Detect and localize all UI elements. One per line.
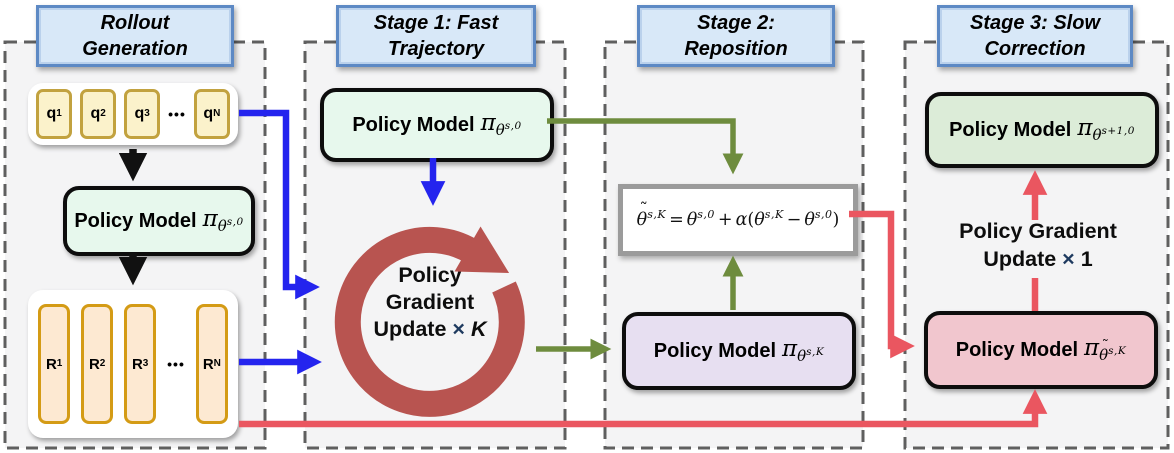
theta: θ xyxy=(217,217,227,235)
update-word: Update xyxy=(983,246,1057,271)
superscript: s,0 xyxy=(697,207,715,221)
policy-model-label: Policy Model xyxy=(352,113,475,136)
update-word: Update xyxy=(373,317,447,342)
header-line: Rollout xyxy=(100,11,170,34)
pi: π xyxy=(782,336,798,362)
pi: π xyxy=(480,110,496,136)
policy-gradient-update-1-label: Policy Gradient Update × 1 xyxy=(925,218,1151,273)
query-label: q xyxy=(203,105,214,122)
theta-superscript: s,0 xyxy=(504,120,522,132)
minus: − xyxy=(786,210,802,230)
update-line: Policy Gradient xyxy=(959,219,1117,243)
query-label: q xyxy=(90,105,101,122)
pi: π xyxy=(1084,335,1100,361)
query-label: q xyxy=(134,105,145,122)
theta: θ xyxy=(686,210,698,230)
pi: π xyxy=(202,206,218,232)
header-line: Trajectory xyxy=(387,38,485,60)
header-line: Stage 1: Fast xyxy=(373,11,499,34)
header-rollout-generation: Rollout Generation xyxy=(36,5,234,67)
pi-symbol: πθs+1,0 xyxy=(1077,117,1135,143)
plus: + xyxy=(717,210,733,230)
policy-model-stage2: Policy Model πθs,K xyxy=(622,312,856,390)
header-line: Correction xyxy=(984,38,1086,60)
policy-model-label: Policy Model xyxy=(949,118,1072,141)
loop-line: Policy xyxy=(398,263,462,287)
alpha: α xyxy=(735,210,748,230)
header-stage2: Stage 2: Reposition xyxy=(637,5,835,67)
theta-superscript: s,K xyxy=(1108,345,1127,357)
response-label: R xyxy=(131,355,143,373)
loop-line: Gradient xyxy=(385,290,475,315)
response-label: R xyxy=(45,355,57,373)
pi: π xyxy=(1077,115,1093,141)
theta-superscript: s+1,0 xyxy=(1101,125,1135,137)
times-symbol: × xyxy=(1062,246,1075,271)
policy-model-label: Policy Model xyxy=(74,209,197,232)
theta-superscript: s,0 xyxy=(226,216,244,228)
pi-symbol: π˜θs,K xyxy=(1084,335,1127,364)
superscript: s,K xyxy=(764,207,784,221)
one-symbol: 1 xyxy=(1080,246,1093,271)
header-line: Reposition xyxy=(684,38,788,60)
query-label: q xyxy=(46,105,57,122)
header-stage3: Stage 3: Slow Correction xyxy=(937,5,1133,67)
pi-symbol: πθs,0 xyxy=(481,112,522,138)
theta: θ xyxy=(495,121,505,139)
pi-symbol: πθs,K xyxy=(782,338,824,364)
theta: θ xyxy=(754,210,765,230)
header-line: Generation xyxy=(82,38,188,60)
theta: θ xyxy=(797,347,807,365)
policy-model-label: Policy Model xyxy=(955,338,1078,361)
superscript: s,0 xyxy=(814,207,833,221)
times-symbol: × xyxy=(452,317,465,342)
header-line: Stage 2: xyxy=(697,11,775,34)
pi-symbol: πθs,0 xyxy=(203,208,244,234)
equals: = xyxy=(669,210,684,230)
policy-model-stage3-tilde: Policy Model π˜θs,K xyxy=(924,311,1158,389)
policy-model-label: Policy Model xyxy=(653,339,776,362)
response-label: R xyxy=(202,355,214,373)
response-label: R xyxy=(88,355,100,373)
k-symbol: K xyxy=(470,317,487,342)
update-line: Update × 1 xyxy=(925,246,1151,274)
theta: θ xyxy=(804,210,815,230)
superscript: s,K xyxy=(647,207,667,221)
theta: θ xyxy=(1092,126,1102,144)
lparen: ( xyxy=(747,210,755,230)
theta-superscript: s,K xyxy=(806,346,825,358)
header-stage1: Stage 1: Fast Trajectory xyxy=(336,5,536,67)
header-line: Stage 3: Slow xyxy=(969,11,1101,34)
ellipsis-icon: ••• xyxy=(167,356,185,372)
ellipsis-icon: ••• xyxy=(168,106,186,122)
policy-gradient-update-k-label: Policy Gradient Update × K xyxy=(350,262,510,343)
loop-line: Update × K xyxy=(350,316,510,343)
rparen: ) xyxy=(832,210,840,230)
